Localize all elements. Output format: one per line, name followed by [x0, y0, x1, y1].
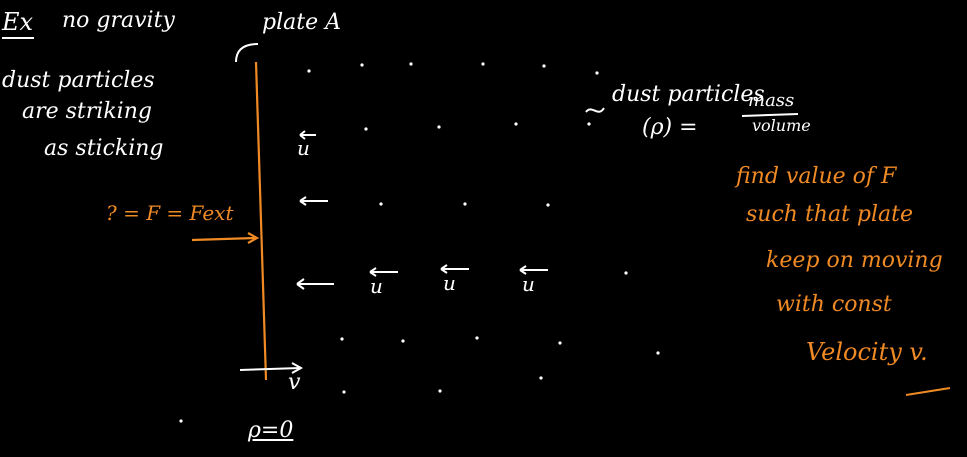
particle-arrow — [299, 130, 316, 140]
force-arrow — [191, 236, 257, 242]
plate-velocity-arrow — [239, 367, 301, 371]
force-arrow-head — [247, 232, 260, 244]
question-line4: with const — [776, 292, 892, 317]
plate-label-bracket — [235, 43, 259, 63]
no-gravity-note: no gravity — [62, 8, 175, 33]
question-line1: find value of F — [736, 164, 897, 189]
plate-label: plate A — [262, 10, 341, 35]
particle-arrow — [296, 278, 334, 290]
left-note-line1: dust particles — [2, 68, 155, 93]
velocity-u-label: u — [370, 274, 383, 298]
particle-arrow — [519, 265, 548, 275]
plate-velocity-arrow-head — [291, 362, 304, 374]
fraction-bar — [741, 113, 799, 117]
question-line3: keep on moving — [766, 248, 943, 273]
density-denominator: volume — [752, 116, 811, 135]
initial-condition: ρ=0 — [248, 418, 294, 443]
dust-particles — [179, 62, 660, 423]
ex-label: Ex — [2, 8, 34, 36]
left-note-line2: are striking — [22, 99, 152, 124]
particle-arrow — [440, 264, 469, 274]
velocity-u-label: u — [443, 271, 456, 295]
plate-velocity-label: v — [288, 370, 301, 395]
particle-arrow — [299, 196, 328, 206]
particle-arrows — [296, 130, 548, 290]
density-note-label: dust particles — [612, 82, 765, 107]
left-note-line3: as sticking — [44, 136, 164, 161]
plate-line — [254, 61, 268, 381]
velocity-u-label: u — [297, 136, 310, 160]
force-label: ? = F = Fext — [106, 201, 234, 225]
density-numerator: mass — [748, 90, 795, 111]
velocity-u-label: u — [522, 272, 535, 296]
particle-arrow — [369, 267, 398, 277]
note-tilde — [585, 107, 605, 113]
question-line2: such that plate — [746, 202, 913, 227]
density-symbol: (ρ) = — [642, 115, 698, 140]
answer-underline — [905, 387, 951, 396]
question-line5: Velocity v. — [806, 338, 928, 366]
